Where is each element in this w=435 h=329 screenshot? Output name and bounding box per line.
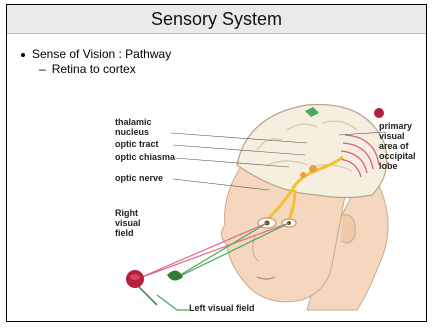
label-right-visual-field-2: visual	[115, 218, 141, 228]
sub-bullet-text: Retina to cortex	[52, 62, 136, 77]
dash-icon: –	[39, 62, 46, 77]
label-primary-visual-area-4: occipital	[379, 151, 416, 161]
label-optic-chiasma: optic chiasma	[115, 152, 175, 162]
label-primary-visual-area-5: lobe	[379, 161, 398, 171]
label-primary-visual-area-3: area of	[379, 141, 409, 151]
label-optic-nerve: optic nerve	[115, 173, 163, 183]
label-left-visual-field: Left visual field	[189, 303, 255, 313]
sub-bullet-item: – Retina to cortex	[19, 62, 171, 77]
label-nucleus: nucleus	[115, 127, 149, 137]
visual-pathway-figure: thalamic nucleus optic tract optic chias…	[117, 95, 417, 315]
bullet-text: Sense of Vision : Pathway	[32, 47, 171, 62]
leaf-icon	[167, 270, 183, 280]
title-bar: Sensory System	[7, 5, 426, 34]
bullet-item: Sense of Vision : Pathway	[19, 47, 171, 62]
label-thalamic: thalamic	[115, 117, 152, 127]
head-illustration	[117, 95, 417, 315]
label-right-visual-field-3: field	[115, 228, 134, 238]
slide-title: Sensory System	[151, 9, 282, 30]
slide: Sensory System Sense of Vision : Pathway…	[6, 4, 427, 322]
label-optic-tract: optic tract	[115, 139, 159, 149]
label-primary-visual-area-2: visual	[379, 131, 405, 141]
bullet-dot-icon	[21, 53, 25, 57]
label-primary-visual-area-1: primary	[379, 121, 412, 131]
label-right-visual-field-1: Right	[115, 208, 138, 218]
bullet-list: Sense of Vision : Pathway – Retina to co…	[19, 47, 171, 77]
